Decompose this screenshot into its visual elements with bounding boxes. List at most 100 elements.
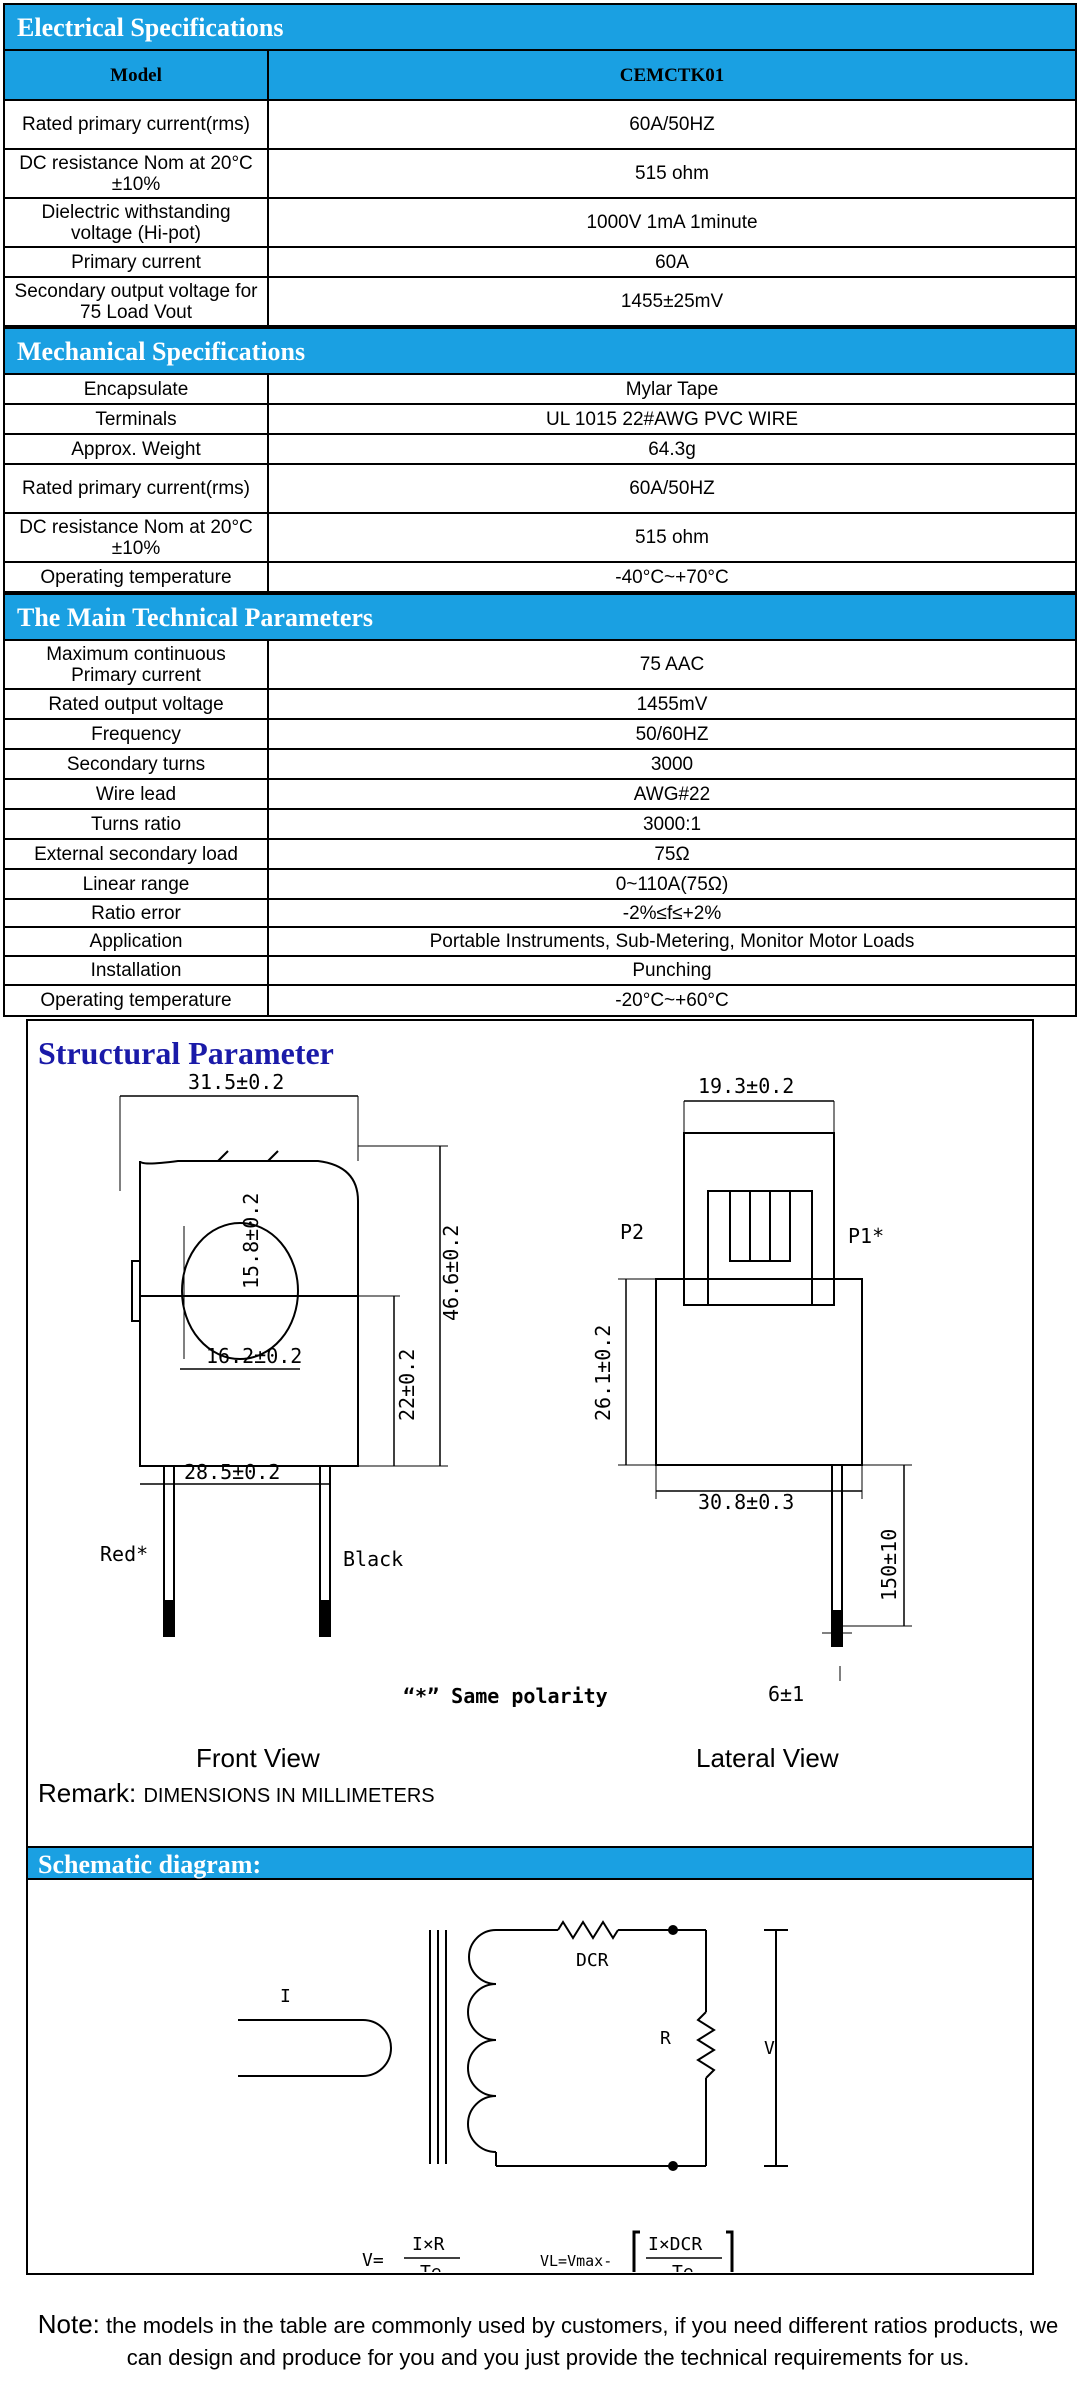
dcr-resistor <box>557 1920 619 1940</box>
dim-lateral-top: 19.3±0.2 <box>698 1074 794 1098</box>
front-latch <box>131 1260 141 1322</box>
structural-title: Structural Parameter <box>38 1035 334 1071</box>
dim-lateral-base: 30.8±0.3 <box>698 1490 794 1514</box>
row-value: 60A <box>267 246 1077 278</box>
primary-conductor <box>238 2019 392 2077</box>
row-value: -40°C~+70°C <box>267 561 1077 593</box>
lateral-body <box>655 1278 863 1466</box>
structural-drawing: 31.5±0.2 16.2±0.2 15.8±0.2 46.6±0.2 22±0… <box>100 1070 912 1708</box>
dim-front-base: 28.5±0.2 <box>184 1460 280 1484</box>
mechanical-section-title: Mechanical Specifications <box>3 327 1077 373</box>
row-key: DC resistance Nom at 20°C ±10% <box>3 148 269 199</box>
row-value: Punching <box>267 955 1077 986</box>
row-key: Approx. Weight <box>3 433 269 465</box>
row-value: 60A/50HZ <box>267 463 1077 514</box>
row-value: 75Ω <box>267 838 1077 870</box>
v-label: V <box>764 2038 775 2059</box>
polarity-note: “*” Same polarity <box>403 1684 608 1708</box>
header-model: Model <box>3 49 269 101</box>
dim-front-height: 46.6±0.2 <box>439 1225 463 1321</box>
row-key: Rated primary current(rms) <box>3 463 269 514</box>
table-row: Dielectric withstanding voltage (Hi-pot)… <box>3 197 1077 248</box>
lead-red-label: Red* <box>100 1542 148 1566</box>
row-key: Wire lead <box>3 778 269 810</box>
row-key: Turns ratio <box>3 808 269 840</box>
note-text: the models in the table are commonly use… <box>106 2313 1059 2370</box>
structural-panel: Structural Parameter <box>26 1019 1034 2275</box>
lateral-clip <box>707 1190 813 1306</box>
footer-note: Note: the models in the table are common… <box>28 2308 1068 2374</box>
row-key: Dielectric withstanding voltage (Hi-pot) <box>3 197 269 248</box>
schematic-diagram: I DCR R V V= I×R Te VL=Vmax- I×DCR Te <box>238 1920 788 2272</box>
table-row: Rated primary current(rms)60A/50HZ <box>3 463 1077 514</box>
row-key: DC resistance Nom at 20°C ±10% <box>3 512 269 563</box>
row-value: -2%≤f≤+2% <box>267 898 1077 928</box>
row-value: 1455±25mV <box>267 276 1077 327</box>
row-key: External secondary load <box>3 838 269 870</box>
row-value: 1000V 1mA 1minute <box>267 197 1077 248</box>
row-value: 515 ohm <box>267 512 1077 563</box>
row-value: 64.3g <box>267 433 1077 465</box>
r-label: R <box>660 2028 671 2049</box>
remark-text: DIMENSIONS IN MILLIMETERS <box>143 1785 435 1807</box>
load-resistor <box>696 2011 716 2079</box>
table-row: DC resistance Nom at 20°C ±10%515 ohm <box>3 512 1077 563</box>
table-row: Operating temperature-40°C~+70°C <box>3 561 1077 593</box>
table-row: DC resistance Nom at 20°C ±10%515 ohm <box>3 148 1077 199</box>
secondary-winding <box>467 1929 497 2153</box>
row-value: UL 1015 22#AWG PVC WIRE <box>267 403 1077 435</box>
row-value: 3000 <box>267 748 1077 780</box>
technical-section-title: The Main Technical Parameters <box>3 593 1077 639</box>
lead-tip-right <box>319 1600 331 1637</box>
row-key: Rated primary current(rms) <box>3 99 269 150</box>
dim-lead-length: 150±10 <box>877 1529 901 1601</box>
p2-label: P2 <box>620 1220 644 1244</box>
front-view-label: Front View <box>196 1743 320 1773</box>
row-value: AWG#22 <box>267 778 1077 810</box>
row-key: Encapsulate <box>3 373 269 405</box>
row-value: 50/60HZ <box>267 718 1077 750</box>
lateral-lead-tip <box>831 1610 843 1647</box>
row-value: 60A/50HZ <box>267 99 1077 150</box>
dcr-label: DCR <box>576 1950 609 1971</box>
row-value: 515 ohm <box>267 148 1077 199</box>
formula2-num: I×DCR <box>648 2234 702 2255</box>
row-key: Operating temperature <box>3 561 269 593</box>
row-key: Secondary output voltage for 75 Load Vou… <box>3 276 269 327</box>
formula2-lhs: VL=Vmax- <box>540 2252 612 2270</box>
table-row: Rated primary current(rms)60A/50HZ <box>3 99 1077 150</box>
remark-label: Remark: <box>38 1778 137 1808</box>
row-key: Secondary turns <box>3 748 269 780</box>
row-key: Operating temperature <box>3 984 269 1017</box>
table-row: Secondary output voltage for 75 Load Vou… <box>3 276 1077 327</box>
spec-sheet: Electrical Specifications Model CEMCTK01… <box>3 3 1077 1017</box>
row-key: Terminals <box>3 403 269 435</box>
electrical-table: Model CEMCTK01 Rated primary current(rms… <box>3 49 1077 327</box>
row-key: Maximum continuous Primary current <box>3 639 269 690</box>
row-key: Frequency <box>3 718 269 750</box>
lead-black-label: Black <box>343 1547 403 1571</box>
schematic-title: Schematic diagram: <box>28 1846 1032 1880</box>
formula1-lhs: V= <box>362 2250 384 2271</box>
note-label: Note: <box>37 2309 100 2339</box>
row-key: Application <box>3 926 269 957</box>
row-key: Linear range <box>3 868 269 900</box>
dim-lateral-height: 26.1±0.2 <box>591 1325 615 1421</box>
row-key: Ratio error <box>3 898 269 928</box>
front-hole <box>181 1222 299 1360</box>
row-value: 1455mV <box>267 688 1077 720</box>
dim-lead-width: 6±1 <box>768 1682 804 1706</box>
header-model-value: CEMCTK01 <box>267 49 1077 101</box>
formula1-num: I×R <box>412 2234 445 2255</box>
table-header-row: Model CEMCTK01 <box>3 49 1077 101</box>
